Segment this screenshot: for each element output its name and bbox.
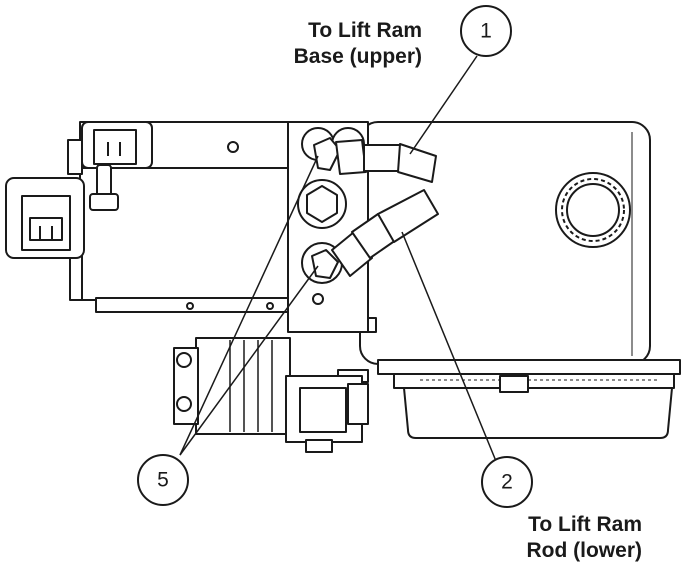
callout-5-circle: [137, 454, 189, 506]
callout-5-number: 5: [157, 469, 169, 492]
manifold-bolt-b: [266, 302, 274, 310]
manifold-port-plug: [227, 141, 239, 153]
port-center-hex-plug: [306, 185, 338, 223]
upper-hose-end: [397, 143, 437, 183]
motor-terminal-lower: [176, 396, 192, 412]
motor-relay-foot: [305, 439, 333, 453]
release-valve: [89, 164, 119, 211]
callout-2-circle: [481, 456, 533, 508]
left-solenoid-plug: [29, 217, 63, 241]
tray-top-rim: [377, 359, 681, 375]
port-block-tab: [367, 317, 377, 333]
tray-center-bolt: [499, 375, 529, 393]
motor-relay-face: [299, 387, 347, 433]
port-block-bolt: [312, 293, 324, 305]
tray-body: [403, 387, 673, 439]
manifold-base-plate: [95, 297, 297, 313]
filler-cap: [555, 172, 631, 248]
lower-hose-end: [377, 189, 439, 243]
motor-relay-terminals: [347, 383, 369, 425]
mounting-tray: [337, 359, 681, 439]
leader-callout-1: [409, 55, 478, 155]
hose-fitting-upper: [313, 137, 437, 183]
motor-terminal-upper: [176, 352, 192, 368]
leader-callout-5-b: [179, 265, 319, 456]
filler-cap-inner: [566, 183, 620, 237]
label-lower-line2: Rod (lower): [526, 539, 643, 562]
upper-hose-collar: [363, 144, 403, 172]
callout-2-number: 2: [501, 471, 513, 494]
left-solenoid: [5, 177, 85, 259]
lower-elbow: [311, 249, 339, 279]
upper-solenoid: [81, 121, 153, 169]
callout-2: 2: [481, 456, 533, 508]
motor-assembly: [173, 337, 369, 453]
manifold-lower-body: [79, 167, 301, 301]
label-to-lift-ram-rod-lower: To Lift Ram Rod (lower): [442, 512, 643, 564]
callout-5: 5: [137, 454, 189, 506]
manifold-bolt-a: [186, 302, 194, 310]
motor-housing: [195, 337, 291, 435]
manifold-end-plug-top: [67, 139, 83, 175]
upper-solenoid-connector: [93, 129, 137, 165]
callout-1-circle: [460, 5, 512, 57]
label-upper-line1: To Lift Ram: [308, 19, 422, 42]
label-to-lift-ram-base-upper: To Lift Ram Base (upper): [222, 18, 422, 70]
upper-nut: [335, 139, 367, 175]
leader-callout-2: [401, 231, 499, 467]
leader-callout-5-a: [179, 155, 319, 456]
label-lower-line1: To Lift Ram: [528, 513, 642, 536]
callout-1-number: 1: [480, 20, 492, 43]
label-upper-line2: Base (upper): [293, 45, 422, 68]
lower-nut: [331, 231, 373, 277]
leader-lines: [179, 55, 499, 467]
callout-1: 1: [460, 5, 512, 57]
hose-fitting-lower: [311, 189, 439, 279]
upper-elbow: [313, 137, 341, 171]
release-valve-nut: [89, 193, 119, 211]
tray-lip: [393, 373, 675, 389]
